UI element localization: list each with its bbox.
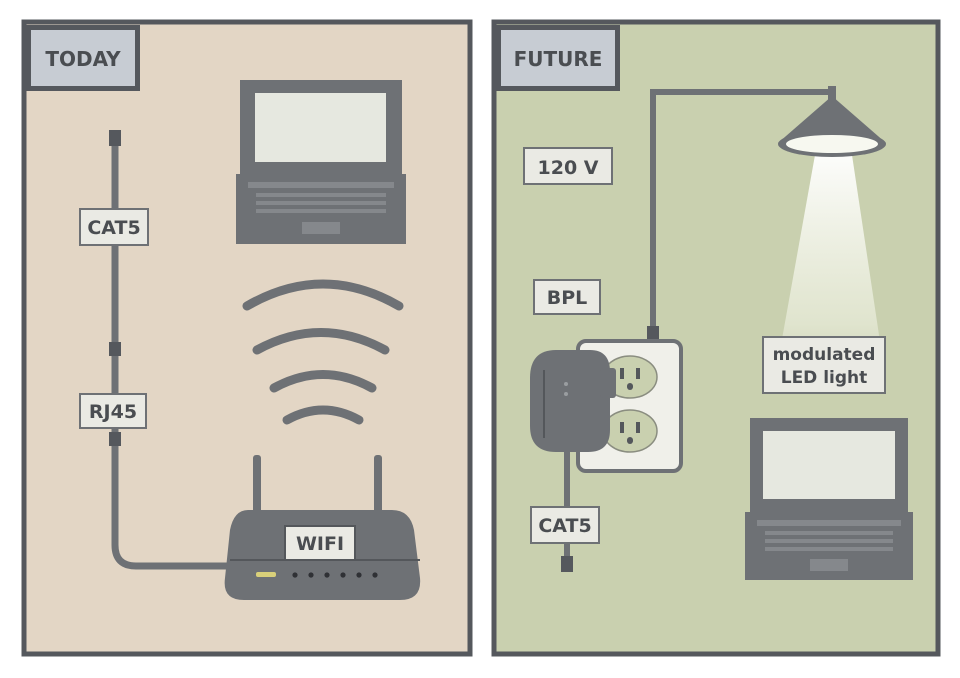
voltage-text: 120 V — [538, 157, 599, 179]
lamp-shade — [778, 96, 886, 143]
future-panel: FUTURE 120 V BPL — [491, 19, 941, 657]
today-rj45-text: RJ45 — [89, 401, 137, 423]
wifi-router-icon: WIFI — [224, 455, 421, 600]
rj45-jack — [109, 432, 121, 446]
today-title-tab — [31, 30, 135, 86]
wifi-signal-icon — [242, 279, 404, 425]
bpl-text: BPL — [547, 287, 588, 309]
led-label-line2: LED light — [781, 368, 868, 388]
router-wifi-text: WIFI — [296, 533, 344, 555]
future-cat5-text: CAT5 — [538, 515, 591, 537]
laptop-touchpad — [302, 222, 340, 234]
cable-end-cap — [109, 130, 121, 146]
today-panel: TODAY CAT5 — [21, 19, 473, 657]
router-power-light — [256, 572, 276, 577]
today-cat5-text: CAT5 — [87, 217, 140, 239]
today-laptop-icon — [236, 80, 406, 244]
today-cat5-cable — [109, 130, 250, 570]
future-cat5-label: CAT5 — [530, 506, 600, 544]
bpl-label: BPL — [533, 279, 601, 315]
bpl-adapter-icon — [530, 350, 616, 452]
laptop-touchpad — [810, 559, 848, 571]
rj45-plug — [109, 342, 121, 356]
future-title-tab — [501, 30, 615, 86]
laptop-screen — [763, 431, 895, 499]
laptop-screen — [255, 93, 386, 162]
router-antenna-right — [374, 455, 382, 515]
lamp-bulb — [786, 135, 878, 153]
today-cat5-label: CAT5 — [79, 208, 149, 246]
power-wire — [650, 89, 832, 340]
led-light-beam — [772, 155, 888, 395]
future-title: FUTURE — [514, 47, 603, 71]
router-antenna-left — [253, 455, 261, 515]
led-lamp-icon — [778, 86, 886, 157]
outlet-socket-bottom — [602, 409, 658, 453]
adapter-body — [530, 350, 610, 452]
today-title: TODAY — [45, 47, 121, 71]
led-light-label: modulated LED light — [762, 336, 886, 394]
led-label-line1: modulated — [773, 345, 876, 365]
future-laptop-icon — [745, 418, 913, 580]
today-rj45-label: RJ45 — [79, 393, 147, 429]
voltage-label: 120 V — [523, 147, 613, 185]
router-wifi-label-bg — [284, 525, 356, 561]
cable-end-cap — [561, 556, 573, 572]
